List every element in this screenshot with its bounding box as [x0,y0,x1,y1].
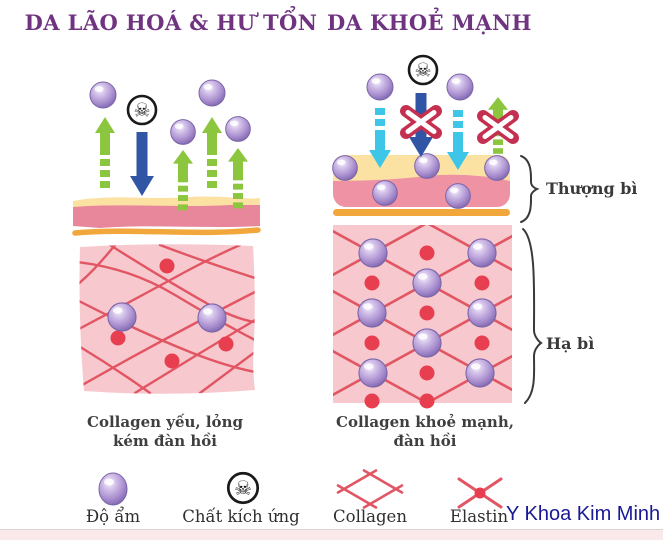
aged-skin-panel [72,79,261,394]
moisture-ball [366,73,394,101]
moisture-ball [225,116,251,142]
moisture-ball [358,238,388,268]
dermis-layer-left [79,244,255,394]
epidermis-layer-left [72,196,261,236]
irritant-icon [126,94,158,126]
legend-label-moisture: Độ ẩm [85,507,141,526]
caption-healthy: Collagen khoẻ mạnh, đàn hồi [320,413,530,451]
legend-icons [98,469,503,509]
moisture-ball [412,268,442,298]
epidermis-brace [520,155,540,223]
caption-healthy-line2: đàn hồi [393,431,457,450]
watermark-text: Y Khoa Kim Minh [506,503,661,525]
moisture-ball [465,358,495,388]
caption-aged-line1: Collagen yếu, lỏng [87,413,243,431]
moisture-ball [412,328,442,358]
moisture-out-arrow [202,117,222,188]
moisture-ball [372,180,398,206]
elastin-legend-icon [457,477,503,509]
bottom-strip [0,529,663,540]
healthy-skin-panel [332,54,537,409]
moisture-out-arrow [95,117,115,188]
moisture-ball [198,79,226,107]
legend-label-collagen: Collagen [333,507,407,526]
caption-aged-line2: kém đàn hồi [113,431,217,450]
collagen-legend-icon [336,469,404,509]
moisture-ball [467,238,497,268]
irritant-legend-icon [226,471,260,505]
moisture-balls-above-left [89,79,251,145]
moisture-ball [197,303,227,333]
label-dermis: Hạ bì [546,334,595,353]
moisture-ball [170,119,196,145]
basal-line-right [333,209,510,216]
moisture-ball [484,155,510,181]
moisture-ball [107,302,137,332]
moisture-ball [467,298,497,328]
basal-line-left [72,227,261,236]
collagen-network-left [79,244,255,394]
title-aged-skin: DA LÃO HOÁ & HƯ TỔN [24,10,318,35]
moisture-ball [357,298,387,328]
irritant-icon [407,54,439,86]
moisture-ball [358,358,388,388]
epidermis-pink-band-left [73,205,260,228]
moisture-legend-icon [98,472,128,506]
layer-braces [520,155,543,404]
dermis-bg-left [79,244,255,394]
moisture-ball [414,153,440,179]
moisture-ball [445,183,471,209]
title-healthy-skin: DA KHOẺ MẠNH [327,10,532,35]
legend-label-irritant: Chất kích ứng [182,507,300,526]
label-epidermis: Thượng bì [546,179,638,198]
legend-label-elastin: Elastin [449,507,509,526]
caption-aged: Collagen yếu, lỏng kém đàn hồi [60,413,270,451]
dermis-brace [522,228,543,404]
dermis-layer-right [333,225,512,409]
epidermis-layer-right [332,153,510,216]
moisture-ball [89,81,117,109]
irritant-in-arrow [130,132,154,196]
moisture-ball [332,155,358,181]
caption-healthy-line1: Collagen khoẻ mạnh, [336,413,514,431]
moisture-ball [446,73,474,101]
